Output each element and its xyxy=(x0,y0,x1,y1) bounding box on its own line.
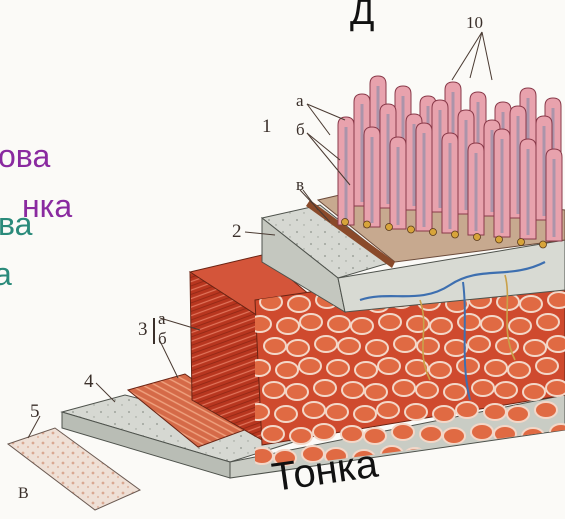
label-3a: а xyxy=(158,310,166,327)
label-top-d: Д xyxy=(350,0,374,30)
label-corner-v: В xyxy=(18,486,29,502)
label-1a: а xyxy=(296,92,304,109)
label-2: 2 xyxy=(232,222,242,241)
overlay-text-line3: а xyxy=(0,258,12,290)
label-3: 3 xyxy=(138,320,148,339)
overlay-text-line2-purple: нка xyxy=(22,190,72,222)
label-1b: б xyxy=(296,121,305,138)
label-3b: б xyxy=(158,330,167,347)
label-10: 10 xyxy=(466,14,483,31)
label-1: 1 xyxy=(262,117,272,136)
label-1v: в xyxy=(296,176,304,193)
label-3-bracket xyxy=(153,318,155,344)
label-4: 4 xyxy=(84,372,94,391)
overlay-text-line1: ова xyxy=(0,140,50,172)
label-5: 5 xyxy=(30,402,40,421)
intestinal-villi xyxy=(338,76,562,241)
